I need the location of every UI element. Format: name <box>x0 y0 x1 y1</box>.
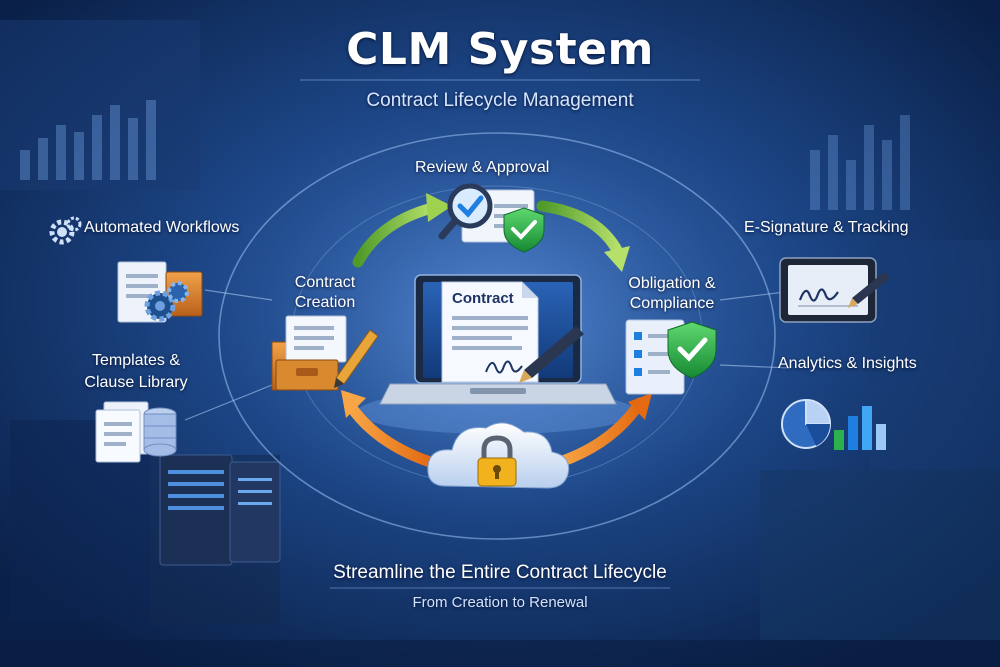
e-signature-tracking-label: E-Signature & Tracking <box>744 219 909 236</box>
server-rack <box>159 454 281 566</box>
contract-creation-label: Contract Creation <box>294 274 356 311</box>
background-bar-graph-right <box>810 115 910 210</box>
contract-document-label: Contract <box>452 290 514 307</box>
arrow-cloud-to-creation <box>346 402 436 468</box>
tablet-signature-icon <box>779 257 890 323</box>
document-gear-icon <box>117 261 203 323</box>
review-approval-label: Review & Approval <box>415 159 550 176</box>
outer-ring <box>218 132 776 540</box>
document-stack-icon <box>95 401 177 463</box>
footer-headline: Streamline the Entire Contract Lifecycle <box>333 562 667 583</box>
templates-clause-library-label: Templates & Clause Library <box>84 352 188 391</box>
arrow-review-to-obligation <box>536 200 624 258</box>
background-bar-graph-left <box>20 100 156 180</box>
arrow-obligation-to-cloud <box>554 397 646 468</box>
footer-subline: From Creation to Renewal <box>412 594 588 611</box>
analytics-insights-label: Analytics & Insights <box>778 355 917 372</box>
checklist-shield-icon <box>625 319 717 395</box>
obligation-compliance-label: Obligation & Compliance <box>628 275 716 312</box>
cloud-lock-icon <box>427 422 570 489</box>
page-title: CLM System <box>346 24 654 75</box>
laptop-contract-icon <box>379 274 617 405</box>
arrow-creation-to-review <box>352 202 438 268</box>
automated-workflows-label: Automated Workflows <box>84 219 240 236</box>
connector-lines <box>184 289 791 421</box>
gear-icon <box>49 216 82 245</box>
pie-bar-chart-icon <box>781 398 886 450</box>
folder-pencil-icon <box>271 315 379 391</box>
shield-check-icon <box>503 207 545 253</box>
page-subtitle: Contract Lifecycle Management <box>366 90 634 111</box>
